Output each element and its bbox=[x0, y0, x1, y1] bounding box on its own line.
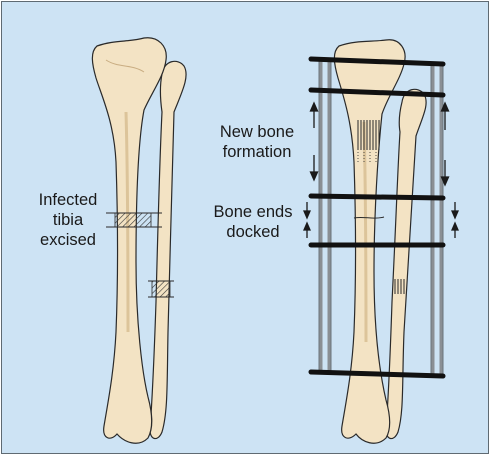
fibula-excised-segment bbox=[152, 281, 170, 297]
left-fibula bbox=[150, 61, 186, 438]
left-leg bbox=[92, 38, 186, 443]
label-new-bone-formation: New bone formation bbox=[204, 122, 310, 162]
right-leg bbox=[334, 40, 426, 443]
label-bone-ends-docked: Bone ends docked bbox=[204, 202, 302, 242]
right-fibula bbox=[386, 89, 426, 438]
fixator-ring bbox=[311, 196, 443, 198]
label-infected-tibia: Infected tibia excised bbox=[30, 190, 106, 250]
fixator-ring bbox=[311, 372, 443, 376]
tibia-excised-segment bbox=[115, 213, 151, 227]
